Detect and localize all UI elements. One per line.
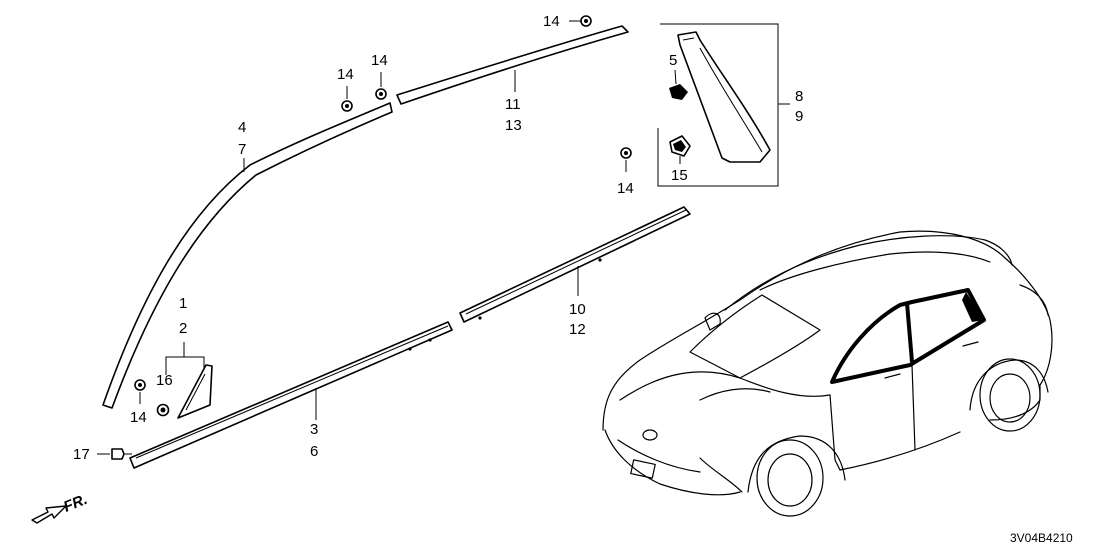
- triangle-garnish: [177, 364, 213, 419]
- callout-13: 13: [505, 117, 522, 134]
- screw-part-17: [97, 448, 132, 460]
- clip-14-b: [375, 72, 387, 100]
- callout-11: 11: [505, 96, 521, 113]
- callout-3: 3: [310, 421, 318, 438]
- callout-16: 16: [156, 372, 173, 389]
- callout-14-b: 14: [371, 52, 388, 69]
- front-pillar-molding: [102, 102, 393, 409]
- callout-2: 2: [179, 320, 187, 337]
- callout-17: 17: [73, 446, 90, 463]
- bracket-8-9: [657, 23, 790, 187]
- clip-part-5: [669, 69, 688, 100]
- callout-14-a: 14: [337, 66, 354, 83]
- callout-12: 12: [569, 321, 586, 338]
- callout-9: 9: [795, 108, 803, 125]
- vehicle-illustration: [602, 230, 1053, 517]
- callout-15: 15: [671, 167, 688, 184]
- callout-4: 4: [238, 119, 246, 136]
- callout-14-left: 14: [130, 409, 147, 426]
- rear-pillar-garnish: [677, 31, 771, 163]
- rear-door-belt-molding: [459, 206, 691, 323]
- callout-6: 6: [310, 443, 318, 460]
- clip-14-right: [620, 147, 632, 172]
- callout-1: 1: [179, 295, 187, 312]
- clip-14-a: [341, 86, 353, 112]
- callout-10: 10: [569, 301, 586, 318]
- callout-8: 8: [795, 88, 803, 105]
- direction-label: FR.: [61, 491, 90, 516]
- clip-part-15: [669, 135, 691, 164]
- callout-14-right: 14: [617, 180, 634, 197]
- nut-part-16: [156, 403, 170, 417]
- diagram-code: 3V04B4210: [1010, 531, 1073, 545]
- callout-14-top: 14: [543, 13, 560, 30]
- front-direction-arrow: FR.: [31, 491, 90, 524]
- clip-14-left: [134, 379, 146, 404]
- callout-5: 5: [669, 52, 677, 69]
- roof-molding: [396, 25, 629, 105]
- clip-14-top: [569, 15, 592, 27]
- callout-7: 7: [238, 141, 246, 158]
- bracket-1-2: [165, 342, 205, 375]
- front-door-belt-molding: [129, 321, 453, 469]
